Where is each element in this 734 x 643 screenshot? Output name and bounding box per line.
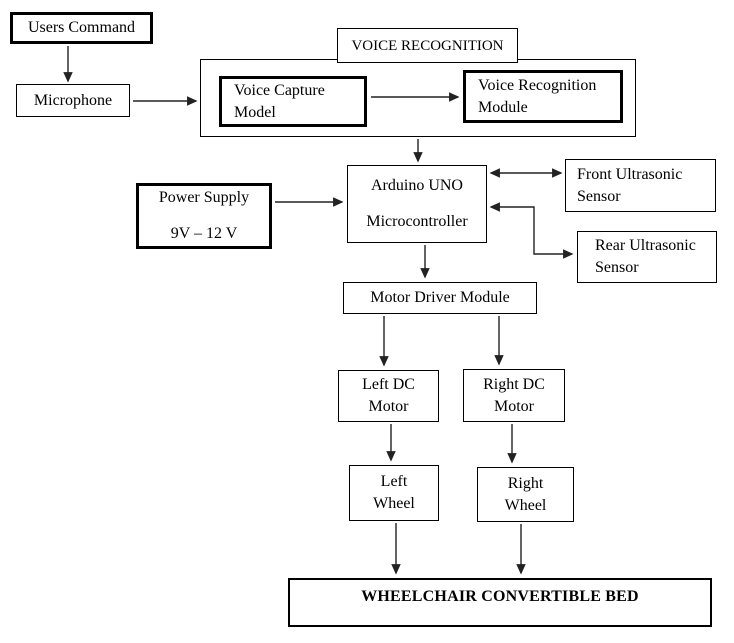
voice-recognition-module-node: Voice Recognition Module — [463, 70, 623, 123]
edge-arduino-to-rear-ultrasonic-sensor — [489, 202, 574, 259]
right-dc-motor-node: Right DC Motor — [463, 369, 565, 422]
left-wheel-node: Left Wheel — [349, 465, 439, 521]
left-dc-motor-node: Left DC Motor — [338, 370, 439, 422]
power-supply-node: Power Supply 9V – 12 V — [136, 183, 272, 249]
users-command-node: Users Command — [10, 12, 153, 44]
right-wheel-node: Right Wheel — [477, 467, 574, 522]
motor-driver-module-node: Motor Driver Module — [343, 282, 537, 314]
front-ultrasonic-sensor-node: Front Ultrasonic Sensor — [565, 159, 716, 212]
voice-recognition-group-title: VOICE RECOGNITION — [337, 28, 518, 63]
voice-capture-model-node: Voice Capture Model — [219, 76, 367, 127]
rear-ultrasonic-sensor-node: Rear Ultrasonic Sensor — [577, 231, 717, 283]
arduino-microcontroller-node: Arduino UNO Microcontroller — [347, 165, 487, 243]
wheelchair-convertible-bed-node: WHEELCHAIR CONVERTIBLE BED — [288, 578, 712, 627]
microphone-node: Microphone — [16, 84, 130, 117]
